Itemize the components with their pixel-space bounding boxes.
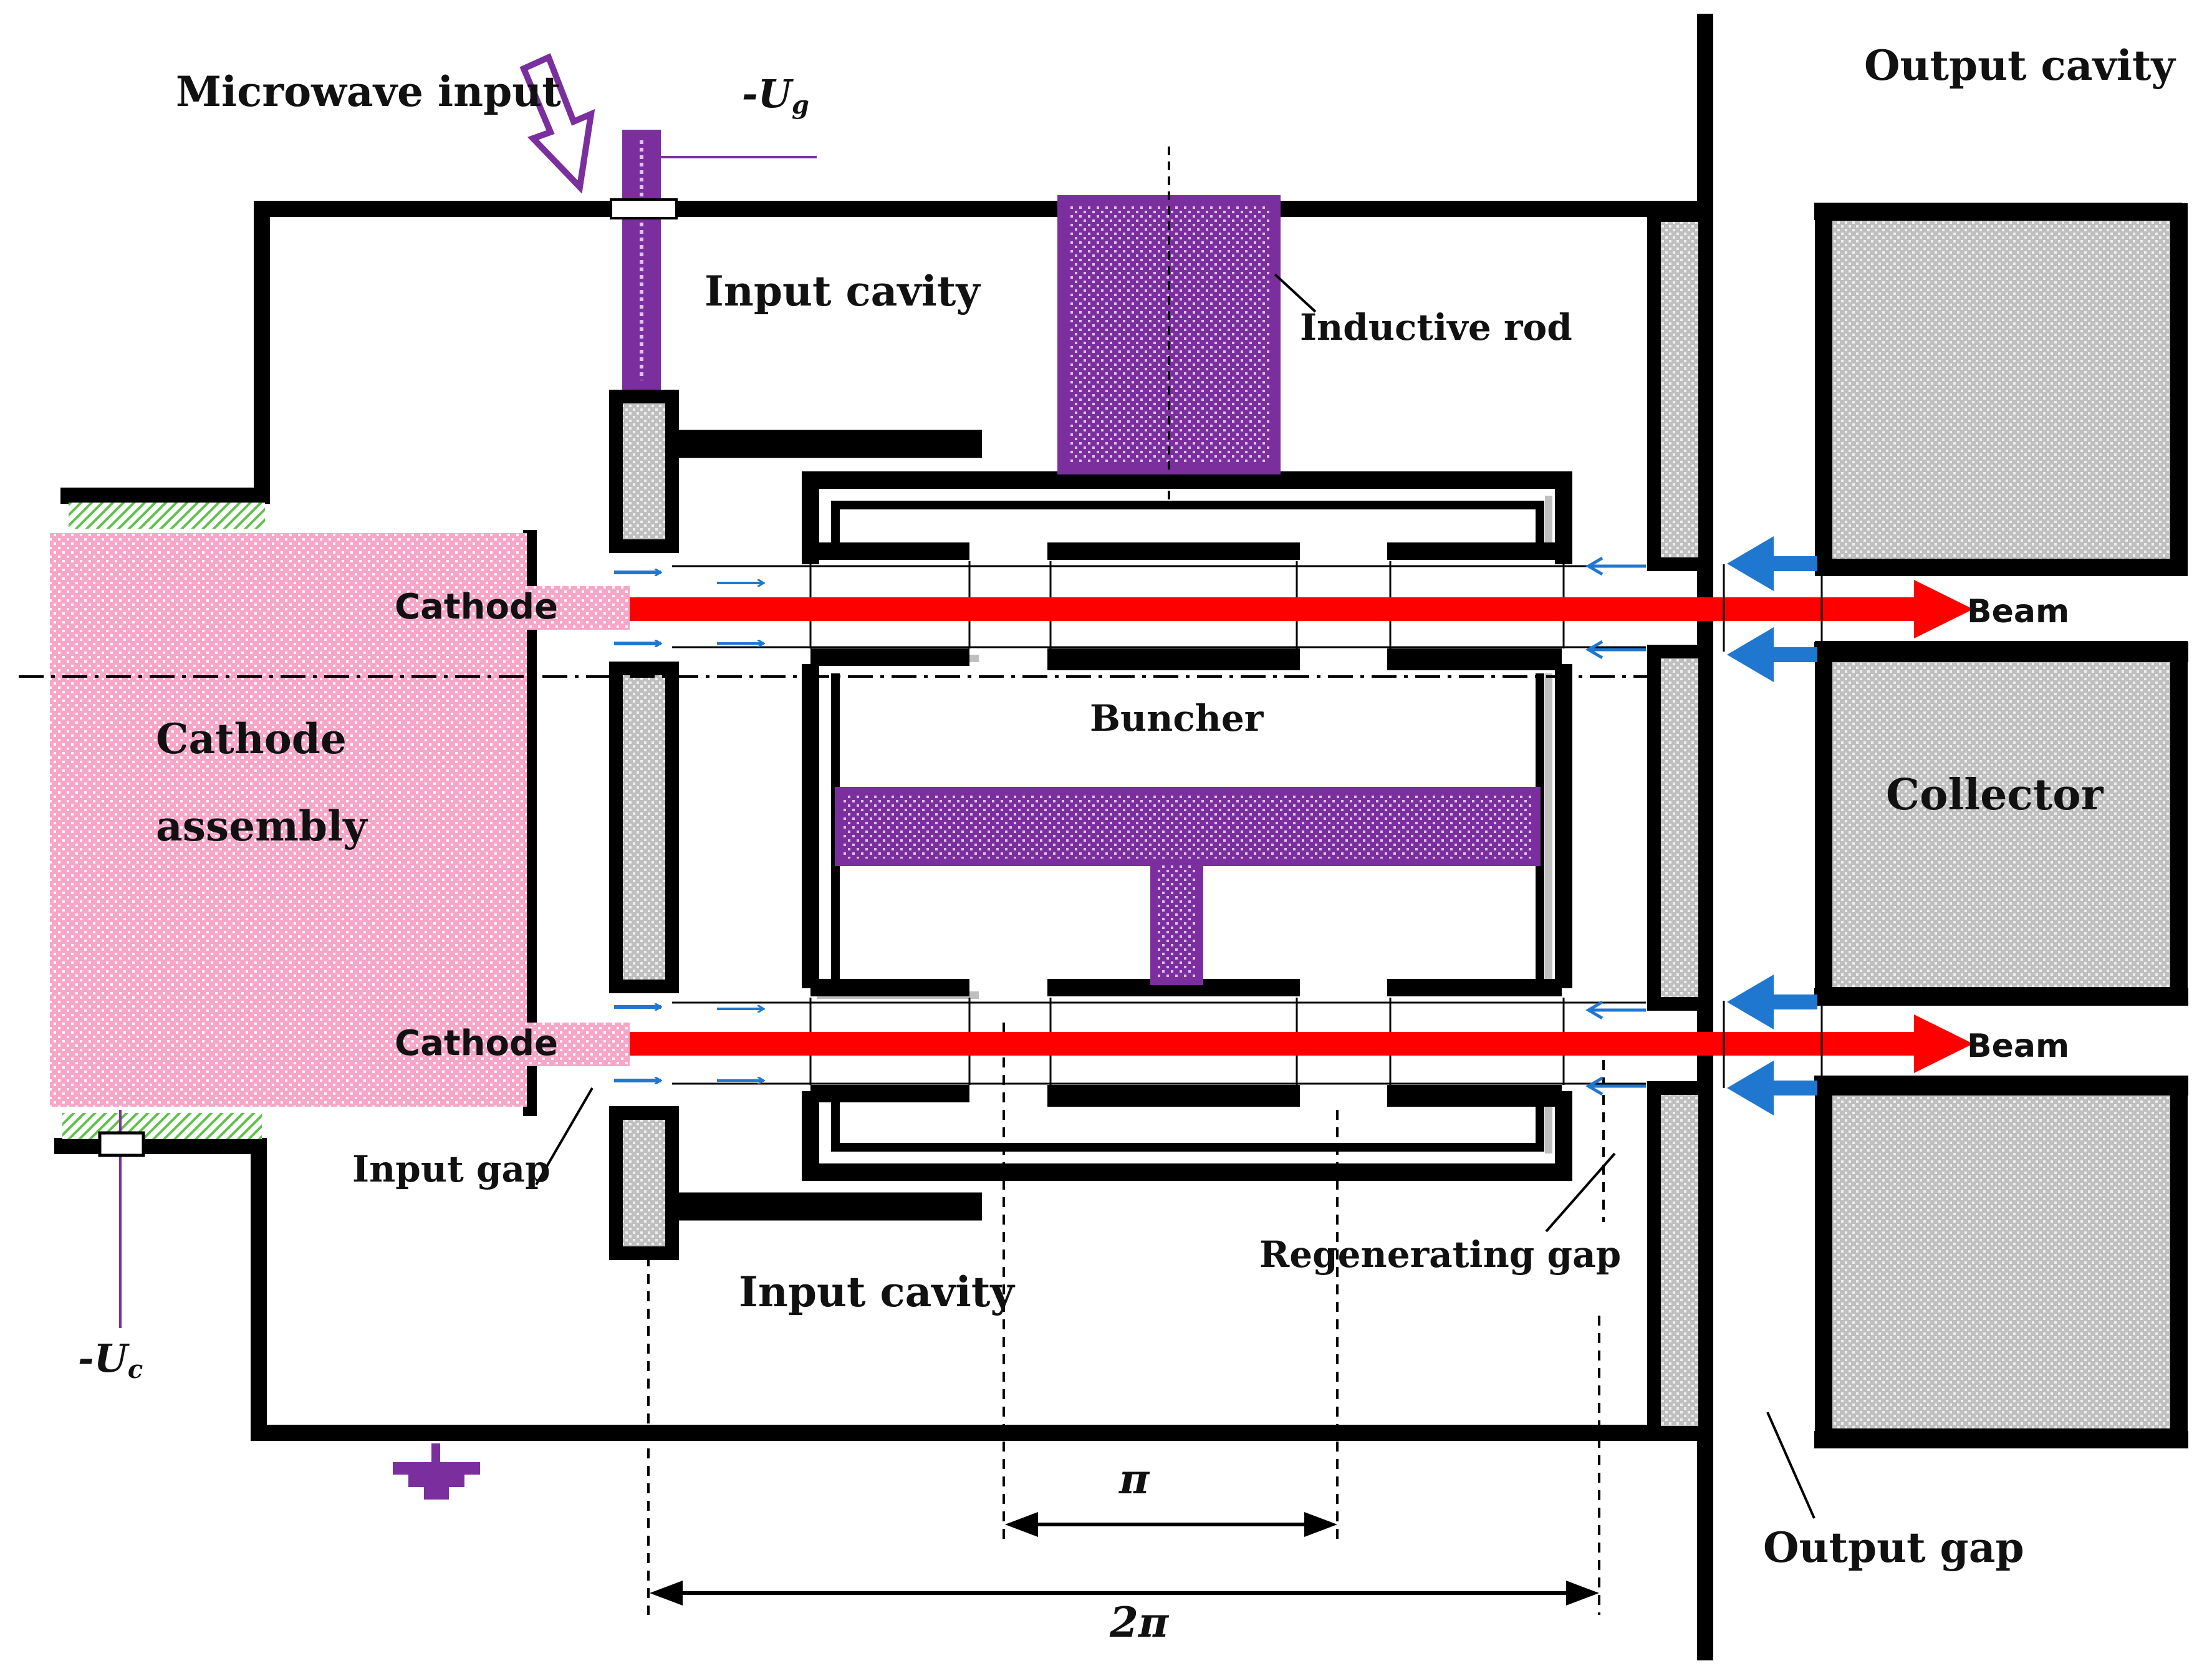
buncher-stem — [1150, 859, 1203, 985]
reflected-electron-arrows — [1727, 536, 1817, 1115]
beam-top-label: Beam — [1967, 593, 2069, 630]
two-pi-label: 2π — [1109, 1598, 1170, 1647]
beam-top — [630, 580, 1973, 638]
drift-tube-2d — [1047, 1085, 1300, 1107]
ground-icon — [393, 1443, 480, 1500]
uc-subscript: c — [128, 1355, 143, 1384]
buncher-structure — [802, 471, 1572, 1181]
ug-subscript: g — [792, 90, 809, 120]
electron-flow-arrows — [614, 572, 764, 1081]
input-cavity-bottom-label: Input cavity — [739, 1268, 1015, 1316]
pi-dimension — [1005, 1512, 1337, 1537]
collector-lower — [1815, 1076, 2188, 1446]
housing-top-wall — [254, 201, 1713, 504]
inductive-rod-leader — [1274, 273, 1317, 313]
microwave-input-label: Microwave input — [176, 67, 561, 116]
collector-label: Collector — [1886, 770, 2104, 820]
uc-feedthrough — [98, 1131, 145, 1157]
collector — [1815, 203, 2188, 1446]
cathode-tip-top — [527, 586, 630, 630]
buncher-label: Buncher — [1090, 697, 1264, 739]
output-electrode-lower — [1647, 1081, 1712, 1440]
output-gap-label: Output gap — [1763, 1523, 2024, 1572]
regenerating-gap-leader — [1545, 1152, 1616, 1233]
output-electrode-upper — [1647, 208, 1712, 571]
output-electrode — [1647, 208, 1712, 1440]
cathode-tip-bottom — [527, 1023, 630, 1066]
cathode-top-label: Cathode — [395, 587, 558, 627]
input-window — [610, 198, 678, 219]
collector-middle — [1815, 641, 2188, 1004]
cathode-bottom-label: Cathode — [395, 1023, 558, 1064]
beam-bottom-label: Beam — [1967, 1028, 2069, 1065]
input-cavity-top-label: Input cavity — [704, 267, 981, 315]
cathode-assembly-label-2: assembly — [156, 802, 368, 850]
regenerating-gap-label: Regenerating gap — [1259, 1233, 1621, 1276]
ug-label: -Ug — [742, 71, 809, 120]
input-gap-label: Input gap — [352, 1148, 551, 1190]
drift-tube-1a — [810, 542, 969, 560]
drift-tube-3c — [1387, 979, 1562, 996]
drift-tube-3a — [1387, 542, 1562, 560]
input-electrode-middle — [609, 662, 679, 993]
input-electrode — [609, 390, 679, 1260]
microwave-input-arrow-icon — [519, 53, 595, 194]
drift-tube-1b — [810, 648, 969, 666]
drift-tube-3d — [1387, 1085, 1562, 1107]
inductive-rod-label: Inductive rod — [1300, 306, 1572, 349]
collector-upper — [1815, 203, 2188, 576]
pi-label: π — [1118, 1455, 1150, 1503]
cathode-assembly-block — [50, 533, 527, 1107]
output-cavity-label: Output cavity — [1864, 41, 2176, 90]
output-electrode-middle — [1647, 645, 1712, 1011]
input-electrode-lower — [609, 1106, 679, 1260]
housing-left-lower — [54, 1138, 1713, 1441]
insulator-top — [69, 503, 265, 529]
two-pi-dimension — [650, 1581, 1599, 1606]
input-electrode-upper — [609, 390, 679, 553]
insulator-bottom — [62, 1113, 262, 1139]
drift-tube-2b — [1047, 648, 1300, 670]
drift-tube-2a — [1047, 542, 1300, 560]
buncher-crossbar — [835, 787, 1541, 866]
drift-tubes — [810, 542, 1562, 1107]
drift-tube-1c — [810, 979, 969, 996]
input-gap-leader — [535, 1087, 594, 1186]
output-gap-leader — [1766, 1412, 1815, 1519]
uc-label: -Uc — [78, 1336, 143, 1384]
drift-tube-1d — [810, 1085, 969, 1102]
beam-bottom — [630, 1014, 1973, 1073]
cathode-assembly-label-1: Cathode — [156, 715, 347, 763]
drift-tube-3b — [1387, 648, 1562, 670]
